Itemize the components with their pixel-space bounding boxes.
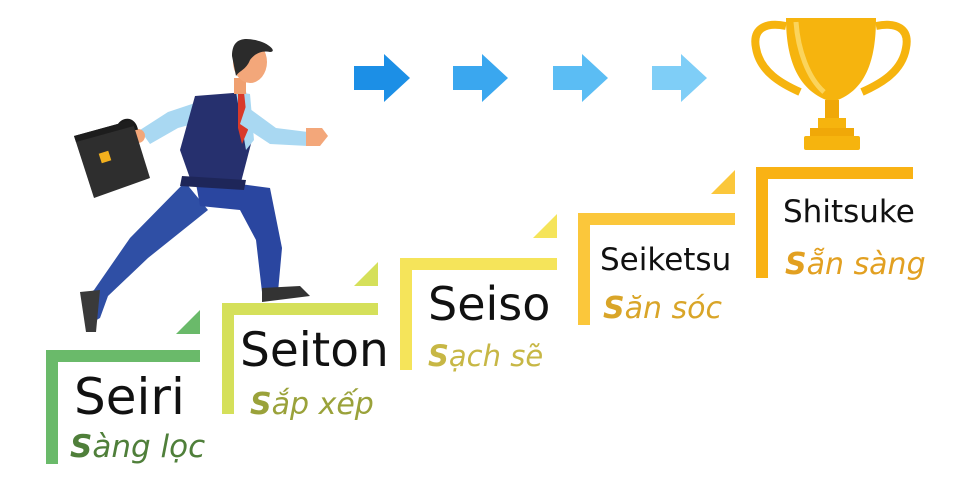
step-5-subtitle: Sẵn sàng [785,250,926,280]
step-4-subtitle-rest: ăn sóc [624,291,723,326]
step-1-subtitle-initial: S [70,429,93,465]
step-2-subtitle: Sắp xếp [250,390,374,420]
arrow-right-icon [354,54,410,102]
step-3-title: Seiso [428,277,551,331]
step-5-subtitle-rest: ẵn sàng [806,247,926,282]
step-4-title: Seiketsu [600,242,732,278]
trophy-icon [751,18,911,150]
step-3-subtitle: Sạch sẽ [428,342,543,371]
step-3-bracket [400,214,557,370]
step-2-subtitle-rest: ắp xếp [271,387,374,422]
step-1-subtitle: Sàng lọc [70,432,205,463]
step-3-subtitle-initial: S [428,339,449,373]
step-1-subtitle-rest: àng lọc [92,429,206,465]
step-1-bracket [46,310,200,464]
step-5-subtitle-initial: S [785,247,807,282]
step-2-bracket [222,262,378,414]
step-3-subtitle-rest: ạch sẽ [448,339,544,373]
step-5-bracket [756,167,913,278]
step-2-title: Seiton [240,323,389,378]
arrow-right-icon [652,54,707,102]
step-5-title: Shitsuke [783,194,915,230]
step-2-subtitle-initial: S [250,387,272,422]
step-4-subtitle: Săn sóc [603,294,722,324]
step-4-subtitle-initial: S [603,291,625,326]
step-1-title: Seiri [74,368,185,426]
arrow-right-icon [453,54,508,102]
arrow-right-icon [553,54,608,102]
step-4-bracket [578,170,735,325]
businessman-icon [74,38,328,332]
